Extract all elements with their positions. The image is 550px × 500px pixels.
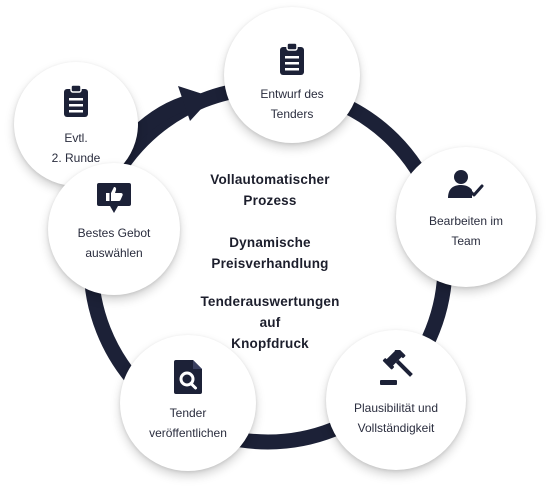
node-label-line-2: Vollständigkeit bbox=[357, 421, 435, 435]
node-bestes-gebot-auswaehlen: Bestes Gebot auswählen bbox=[48, 163, 180, 295]
node-label: Evtl. 2. Runde bbox=[22, 128, 130, 168]
node-bearbeiten-im-team: Bearbeiten im Team bbox=[396, 147, 536, 287]
clipboard-icon bbox=[279, 42, 305, 80]
node-label-line-1: Bestes Gebot bbox=[77, 226, 151, 240]
node-label-line-2: veröffentlichen bbox=[149, 426, 227, 440]
node-label: Bestes Gebot auswählen bbox=[56, 223, 172, 263]
node-label: Bearbeiten im Team bbox=[404, 211, 528, 251]
node-label-line-1: Evtl. bbox=[64, 131, 88, 145]
node-tender-veroeffentlichen: Tender veröffentlichen bbox=[120, 335, 256, 471]
clipboard-icon bbox=[63, 84, 89, 122]
node-label: Entwurf des Tenders bbox=[232, 84, 352, 124]
center-text-price-negotiation: Dynamische Preisverhandlung bbox=[180, 232, 360, 274]
center-line: Prozess bbox=[243, 193, 297, 208]
center-text-automation: Vollautomatischer Prozess bbox=[180, 169, 360, 211]
gavel-icon bbox=[378, 346, 414, 391]
node-label-line-1: Tender bbox=[169, 406, 207, 420]
node-label-line-2: auswählen bbox=[85, 246, 143, 260]
node-label-line-2: 2. Runde bbox=[51, 151, 101, 165]
node-label: Tender veröffentlichen bbox=[128, 403, 248, 443]
center-line: Vollautomatischer bbox=[210, 172, 330, 187]
node-label-line-2: Tenders bbox=[270, 107, 314, 121]
node-label-line-2: Team bbox=[451, 234, 481, 248]
center-line: Tenderauswertungen bbox=[200, 294, 340, 309]
document-search-icon bbox=[174, 360, 202, 399]
node-label-line-1: Plausibilität und bbox=[353, 401, 439, 415]
node-entwurf-des-tenders: Entwurf des Tenders bbox=[224, 7, 360, 143]
center-line: auf bbox=[259, 315, 281, 330]
node-label-line-1: Bearbeiten im bbox=[428, 214, 504, 228]
thumbs-up-chat-icon bbox=[96, 181, 132, 220]
node-plausibilitaet-und-vollstaendigkeit: Plausibilität und Vollständigkeit bbox=[326, 330, 466, 470]
user-check-icon bbox=[448, 169, 484, 204]
cycle-arrowhead bbox=[178, 86, 212, 121]
node-label: Plausibilität und Vollständigkeit bbox=[334, 398, 458, 438]
node-label-line-1: Entwurf des bbox=[260, 87, 324, 101]
center-line: Preisverhandlung bbox=[211, 256, 329, 271]
center-line: Knopfdruck bbox=[231, 336, 309, 351]
center-line: Dynamische bbox=[229, 235, 311, 250]
center-text-evaluation: Tenderauswertungen auf Knopfdruck bbox=[180, 291, 360, 354]
